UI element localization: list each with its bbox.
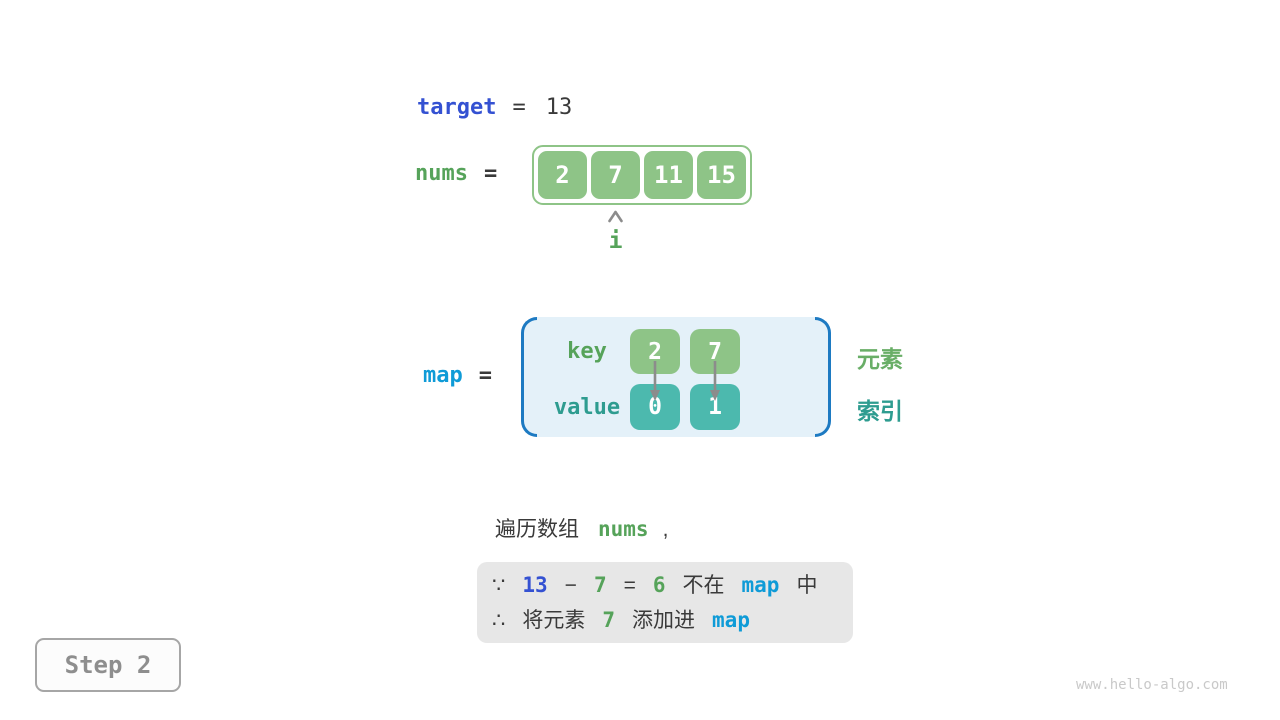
note-line-1: ∵ 13 − 7 = 6 不在 map 中 <box>492 568 853 603</box>
target-var-name: target <box>417 95 497 120</box>
array-cell: 2 <box>538 151 587 199</box>
index-pointer-caret-icon <box>608 210 623 223</box>
watermark: www.hello-algo.com <box>1076 677 1228 693</box>
equals-sign: = <box>483 161 498 186</box>
note-text: 不在 <box>682 574 725 597</box>
equals-sign: = <box>478 363 492 388</box>
minus-sign: − <box>564 574 577 597</box>
nums-array: 2 7 11 15 <box>532 145 752 205</box>
array-cell: 11 <box>644 151 693 199</box>
caption: 遍历数组 nums , <box>495 513 668 543</box>
array-cell: 7 <box>591 151 640 199</box>
because-symbol: ∵ <box>492 574 506 597</box>
note-text: 添加进 <box>632 609 696 632</box>
difference-value: 6 <box>652 573 666 597</box>
element-value-ref: 7 <box>593 573 607 597</box>
step-label: Step 2 <box>64 651 152 679</box>
map-key-cell: 7 <box>690 329 740 374</box>
map-var-ref: map <box>741 573 780 597</box>
note-box: ∵ 13 − 7 = 6 不在 map 中 ∴ 将元素 7 添加进 map <box>477 562 853 643</box>
therefore-symbol: ∴ <box>492 609 506 632</box>
nums-var-name: nums <box>415 161 468 186</box>
map-var-name: map <box>423 363 463 388</box>
element-value-ref: 7 <box>602 608 616 632</box>
map-value-cell: 1 <box>690 384 740 430</box>
target-value-ref: 13 <box>522 573 548 597</box>
caption-comma: , <box>662 518 669 541</box>
map-var-ref: map <box>712 608 750 632</box>
array-cell: 15 <box>697 151 746 199</box>
map-assignment-label: map = <box>423 363 492 388</box>
step-badge: Step 2 <box>35 638 181 692</box>
note-text: 中 <box>796 574 818 597</box>
index-pointer-label: i <box>608 228 623 254</box>
map-right-bracket <box>815 317 831 437</box>
note-line-2: ∴ 将元素 7 添加进 map <box>492 603 853 638</box>
target-assignment: target = 13 <box>417 95 572 120</box>
note-text: 将元素 <box>522 609 586 632</box>
caption-code-nums: nums <box>598 517 649 541</box>
map-key-cell: 2 <box>630 329 680 374</box>
equals-sign: = <box>623 574 636 597</box>
map-left-bracket <box>521 317 537 437</box>
target-value: 13 <box>545 95 573 120</box>
map-container: key value 2 7 0 1 <box>521 317 831 437</box>
nums-assignment-label: nums = <box>415 161 497 186</box>
equals-sign: = <box>512 95 526 120</box>
map-key-label: key <box>567 339 607 364</box>
map-value-label: value <box>553 394 621 420</box>
map-value-cell: 0 <box>630 384 680 430</box>
value-annotation: 索引 <box>857 398 903 424</box>
key-annotation: 元素 <box>857 346 903 372</box>
caption-text: 遍历数组 <box>495 518 579 541</box>
